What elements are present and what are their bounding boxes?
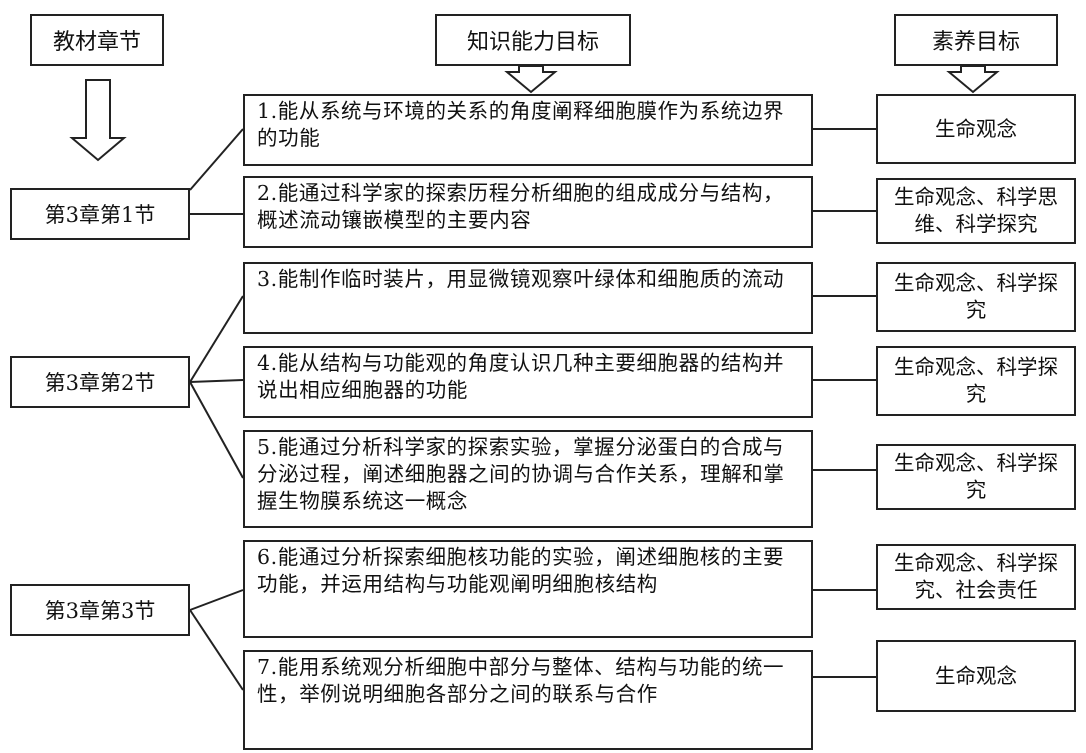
section-box-1: 第3章第1节 (10, 188, 190, 240)
section-box-2: 第3章第2节 (10, 356, 190, 408)
goal-box-3: 生命观念、科学探究 (876, 262, 1076, 332)
objective-box-1: 1.能从系统与环境的关系的角度阐释细胞膜作为系统边界的功能 (243, 94, 813, 166)
goal-box-1: 生命观念 (876, 94, 1076, 164)
section-box-3: 第3章第3节 (10, 584, 190, 636)
objective-box-2: 2.能通过科学家的探索历程分析细胞的组成成分与结构，概述流动镶嵌模型的主要内容 (243, 176, 813, 248)
header-literacy: 素养目标 (894, 14, 1058, 66)
objective-box-7: 7.能用系统观分析细胞中部分与整体、结构与功能的统一性，举例说明细胞各部分之间的… (243, 650, 813, 750)
arrow-chapter (69, 79, 127, 162)
goal-box-4: 生命观念、科学探究 (876, 346, 1076, 416)
goal-box-5: 生命观念、科学探究 (876, 444, 1076, 510)
goal-box-7: 生命观念 (876, 640, 1076, 712)
arrow-literacy (946, 65, 1000, 94)
objective-box-6: 6.能通过分析探索细胞核功能的实验，阐述细胞核的主要功能，并运用结构与功能观阐明… (243, 540, 813, 638)
objective-box-3: 3.能制作临时装片，用显微镜观察叶绿体和细胞质的流动 (243, 262, 813, 334)
goal-box-6: 生命观念、科学探究、社会责任 (876, 544, 1076, 610)
header-chapter: 教材章节 (30, 14, 164, 66)
objective-box-4: 4.能从结构与功能观的角度认识几种主要细胞器的结构并说出相应细胞器的功能 (243, 346, 813, 418)
arrow-knowledge (504, 65, 558, 94)
goal-box-2: 生命观念、科学思维、科学探究 (876, 178, 1076, 244)
objective-box-5: 5.能通过分析科学家的探索实验，掌握分泌蛋白的合成与分泌过程，阐述细胞器之间的协… (243, 430, 813, 528)
header-knowledge: 知识能力目标 (435, 14, 631, 66)
